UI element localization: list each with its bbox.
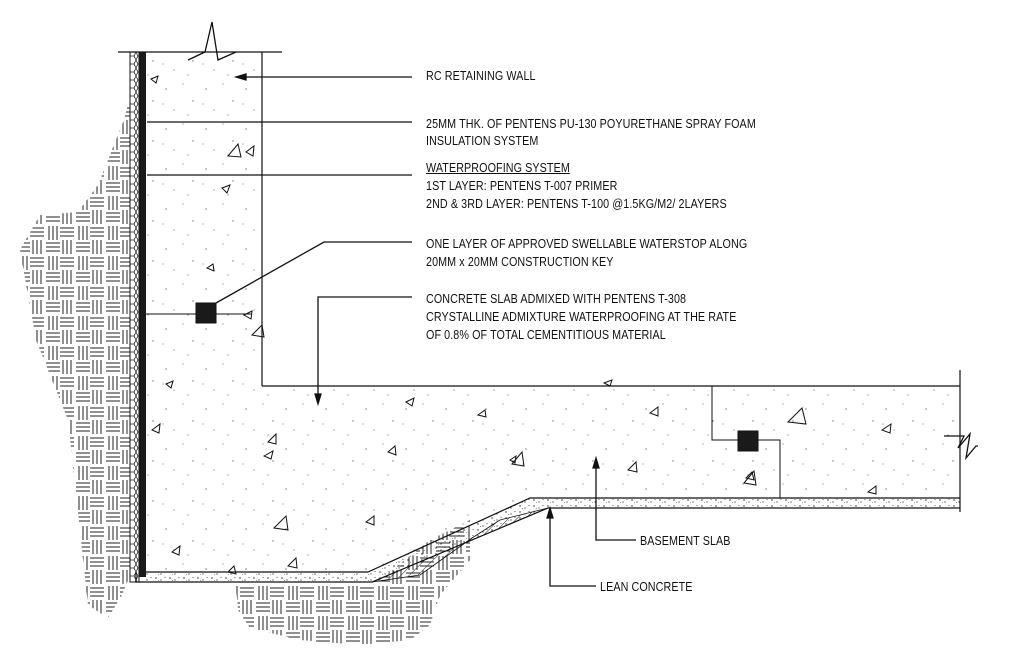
waterproofing-membrane <box>139 52 146 577</box>
concrete-aggregate-marks <box>150 75 892 575</box>
label-waterstop-line1: ONE LAYER OF APPROVED SWELLABLE WATERSTO… <box>426 237 748 251</box>
label-waterproofing-line2: 2ND & 3RD LAYER: PENTENS T-100 @1.5KG/M2… <box>426 197 727 211</box>
construction-key-wall <box>146 302 252 324</box>
label-slab-line1: CONCRETE SLAB ADMIXED WITH PENTENS T-308 <box>426 292 687 306</box>
soil-hatch-left <box>20 95 130 618</box>
label-lean-concrete: LEAN CONCRETE <box>600 580 693 594</box>
soil-hatch-bottom <box>236 520 470 645</box>
label-rc-retaining-wall: RC RETAINING WALL <box>426 69 536 83</box>
construction-key-slab <box>711 386 781 498</box>
label-basement-slab: BASEMENT SLAB <box>640 534 731 548</box>
insulation-foam-layer <box>129 51 140 583</box>
label-waterproofing-title: WATERPROOFING SYSTEM <box>426 161 570 175</box>
label-slab-line3: OF 0.8% OF TOTAL CEMENTITIOUS MATERIAL <box>426 328 666 342</box>
break-symbol-right <box>944 431 978 461</box>
label-waterstop-line2: 20MM x 20MM CONSTRUCTION KEY <box>426 255 614 269</box>
label-slab-line2: CRYSTALLINE ADMIXTURE WATERPROOFING AT T… <box>426 310 737 324</box>
break-symbol-top <box>187 21 237 61</box>
label-waterproofing-line1: 1ST LAYER: PENTENS T-007 PRIMER <box>426 179 618 193</box>
label-insulation-line2: INSULATION SYSTEM <box>426 134 539 148</box>
compacted-slope-hatch <box>371 507 549 583</box>
leader-lines <box>147 73 636 587</box>
label-insulation-line1: 25MM THK. OF PENTENS PU-130 POYURETHANE … <box>426 117 756 131</box>
